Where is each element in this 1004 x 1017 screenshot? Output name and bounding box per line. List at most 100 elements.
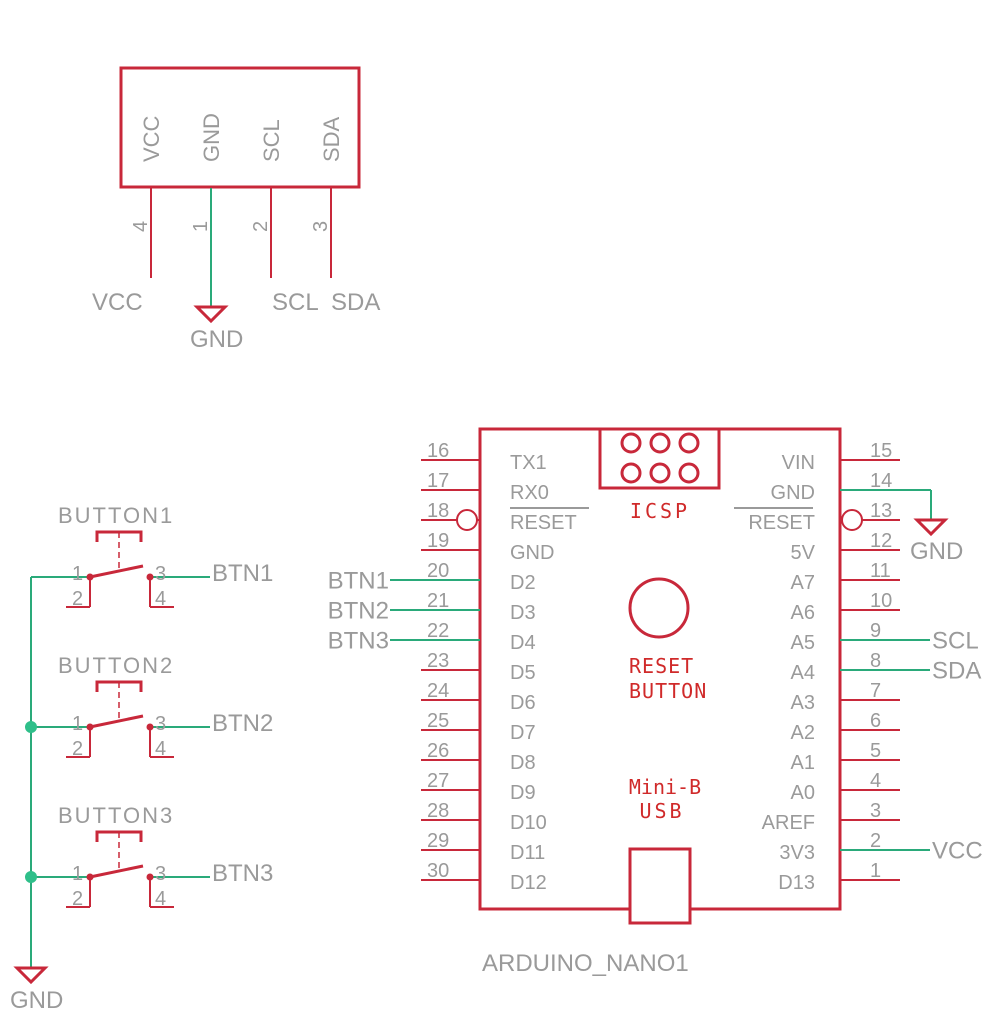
- pin-number: 2: [72, 888, 83, 910]
- net-label-btn1: BTN1: [212, 560, 273, 587]
- part-name: ARDUINO_NANO1: [482, 950, 689, 977]
- pin-number: 1: [72, 563, 83, 585]
- button-name: BUTTON2: [58, 653, 174, 678]
- net-label-scl: SCL: [272, 289, 319, 316]
- pin-number: 4: [870, 770, 881, 792]
- ground-symbol: [13, 966, 49, 985]
- module-pin-name: SCL: [259, 119, 284, 162]
- pin-number: 4: [155, 588, 166, 610]
- nano-pin-name: RESET: [748, 512, 815, 534]
- switch-contact: [86, 573, 94, 581]
- nano-pin-name: GND: [510, 542, 554, 564]
- nano-pin-name: D10: [510, 812, 547, 834]
- pin-number: 24: [427, 680, 449, 702]
- nano-pin-name: RX0: [510, 482, 549, 504]
- net-label-vcc: VCC: [92, 289, 143, 316]
- icsp-header: [598, 427, 721, 490]
- switch-contact: [146, 723, 154, 731]
- net-label-gnd: GND: [10, 987, 63, 1014]
- nano-pin-name: D9: [510, 782, 536, 804]
- pin-number: 10: [870, 590, 892, 612]
- switch-contact: [146, 873, 154, 881]
- net-label-btn2: BTN2: [212, 710, 273, 737]
- icsp-label: ICSP: [630, 499, 690, 523]
- net-label-btn3: BTN3: [212, 860, 273, 887]
- reset-button: [628, 577, 690, 639]
- pin-number: 2: [72, 738, 83, 760]
- pin-number: 22: [427, 620, 449, 642]
- module-pin-number: 3: [310, 221, 332, 232]
- pin-number: 1: [72, 863, 83, 885]
- ground-symbol: [913, 518, 949, 537]
- switch-lever: [89, 564, 144, 579]
- nano-pin-name: TX1: [510, 452, 547, 474]
- nano-pin-name: D12: [510, 872, 547, 894]
- pin-number: 6: [870, 710, 881, 732]
- switch-contact: [86, 723, 94, 731]
- nano-pin-name: A5: [791, 632, 815, 654]
- icsp-pin: [649, 462, 671, 484]
- button-name: BUTTON1: [58, 503, 174, 528]
- nano-pin-name: A4: [791, 662, 815, 684]
- pin-number: 21: [427, 590, 449, 612]
- reset-button-label: BUTTON: [629, 679, 707, 703]
- pin-number: 7: [870, 680, 881, 702]
- pin-number: 30: [427, 860, 449, 882]
- pin-number: 23: [427, 650, 449, 672]
- nano-pin-name: D5: [510, 662, 536, 684]
- pin-number: 16: [427, 440, 449, 462]
- pin-number: 19: [427, 530, 449, 552]
- pin-number: 14: [870, 470, 892, 492]
- pin-number: 26: [427, 740, 449, 762]
- pin-number: 29: [427, 830, 449, 852]
- pin-number: 17: [427, 470, 449, 492]
- nano-pin-name: A7: [791, 572, 815, 594]
- switch-lever: [89, 864, 144, 879]
- nano-pin-name: D4: [510, 632, 536, 654]
- nano-pin-name: 5V: [791, 542, 816, 564]
- pin-number: 15: [870, 440, 892, 462]
- pin-number: 25: [427, 710, 449, 732]
- net-label-gnd: GND: [190, 326, 243, 353]
- pin-number: 1: [72, 713, 83, 735]
- nano-pin-name: AREF: [762, 812, 815, 834]
- nano-pin-name: D6: [510, 692, 536, 714]
- pin-number: 9: [870, 620, 881, 642]
- module-pin-name: SDA: [319, 116, 344, 162]
- icsp-pin: [620, 462, 642, 484]
- icsp-pin: [678, 432, 700, 454]
- icsp-pin: [678, 462, 700, 484]
- nano-pin-name: A3: [791, 692, 815, 714]
- pin-number: 2: [870, 830, 881, 852]
- icsp-pin: [649, 432, 671, 454]
- nano-pin-name: D3: [510, 602, 536, 624]
- pin-number: 3: [870, 800, 881, 822]
- module-pin-name: VCC: [139, 115, 164, 162]
- reset-button-label: RESET: [629, 654, 694, 678]
- module-pin-number: 4: [130, 221, 152, 232]
- nano-pin-name: D7: [510, 722, 536, 744]
- wire-junction: [25, 871, 37, 883]
- ground-symbol: [193, 305, 229, 324]
- nano-pin-name: D13: [778, 872, 815, 894]
- net-label-sda: SDA: [932, 657, 981, 684]
- net-label-btn1: BTN1: [328, 567, 389, 594]
- usb-label: USB: [639, 799, 684, 823]
- pin-number: 11: [870, 560, 891, 582]
- pin-number: 12: [870, 530, 892, 552]
- net-label-btn2: BTN2: [328, 597, 389, 624]
- module-pin-number: 2: [250, 221, 272, 232]
- pin-number: 3: [155, 563, 166, 585]
- active-low-bubble: [841, 509, 863, 531]
- pin-number: 4: [155, 738, 166, 760]
- pin-number: 27: [427, 770, 449, 792]
- arduino-nano: ICSPRESETBUTTONMini-BUSBARDUINO_NANO116T…: [328, 427, 983, 977]
- net-label-vcc: VCC: [932, 837, 983, 864]
- pin-number: 1: [870, 860, 881, 882]
- module-body: [119, 66, 361, 189]
